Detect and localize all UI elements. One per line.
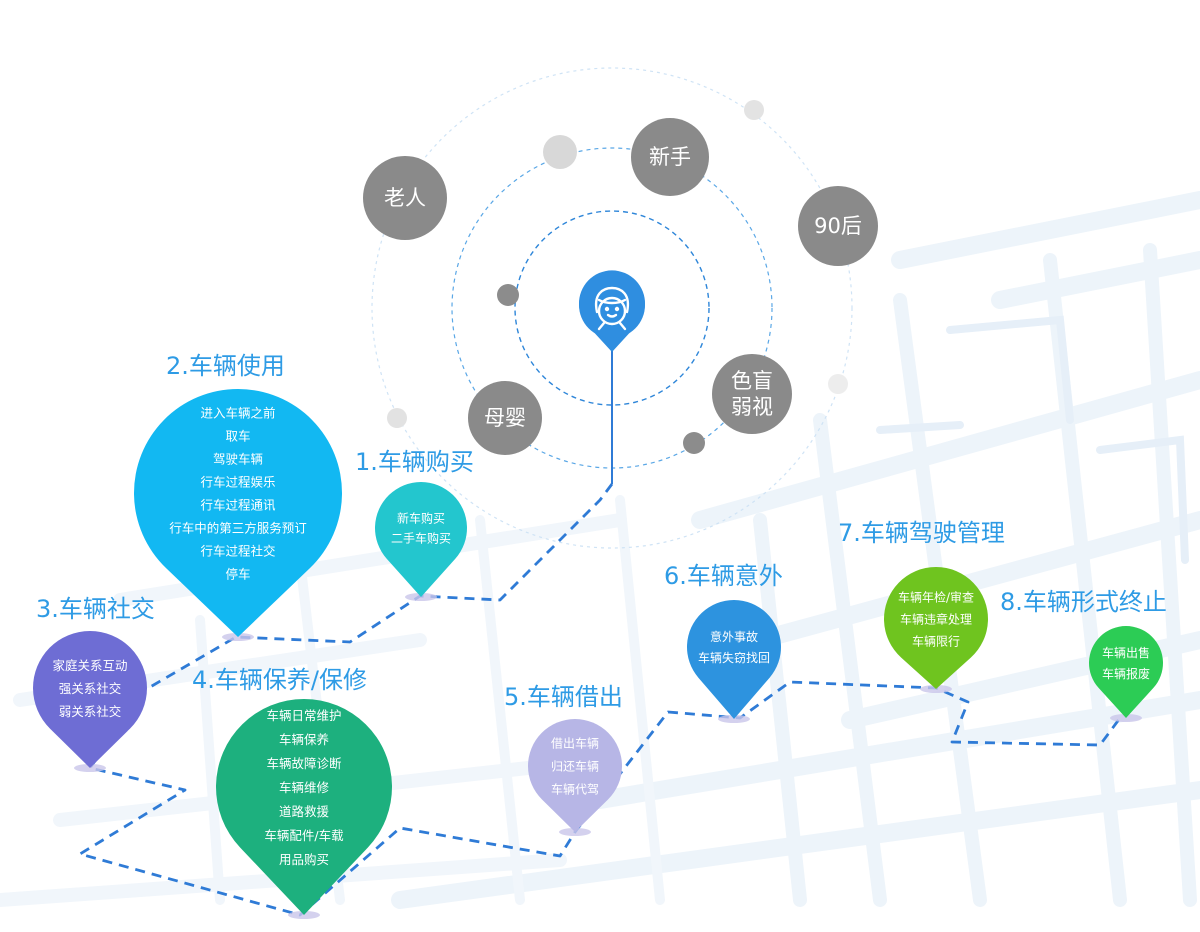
stage-item: 驾驶车辆 — [213, 451, 263, 466]
stage-title-3: 3.车辆社交 — [36, 595, 155, 623]
stage-title-7: 7.车辆驾驶管理 — [838, 519, 1005, 547]
stage-item: 车辆日常维护 — [266, 708, 341, 723]
stage-pins: 新车购买二手车购买进入车辆之前取车驾驶车辆行车过程娱乐行车过程通讯行车中的第三方… — [33, 388, 1163, 919]
stage-title-6: 6.车辆意外 — [664, 562, 783, 590]
stage-item: 家庭关系互动 — [52, 658, 127, 673]
stage-item: 车辆出售 — [1102, 645, 1150, 660]
stage-item: 意外事故 — [710, 629, 758, 644]
stage-item: 进入车辆之前 — [200, 405, 275, 420]
stage-titles: 1.车辆购买 2.车辆使用 3.车辆社交 4.车辆保养/保修 5.车辆借出 6.车辆意外 7… — [36, 352, 1167, 711]
persona-label: 90后 — [814, 214, 862, 238]
persona-label: 色盲弱视 — [731, 369, 773, 419]
stage-item: 新车购买 — [397, 511, 445, 526]
stage-item: 二手车购买 — [391, 531, 451, 546]
stage-item: 用品购买 — [279, 852, 329, 867]
stage-item: 车辆维修 — [279, 780, 330, 795]
stage-item: 弱关系社交 — [59, 704, 122, 719]
stage-item: 车辆限行 — [912, 634, 960, 649]
persona-label: 新手 — [649, 145, 691, 169]
stage-title-2: 2.车辆使用 — [166, 352, 285, 380]
journey-path — [78, 483, 1122, 917]
stage-item: 行车中的第三方服务预订 — [169, 520, 307, 535]
stage-title-1: 1.车辆购买 — [355, 448, 474, 476]
stage-item: 车辆保养 — [279, 732, 329, 747]
stage-item: 车辆故障诊断 — [266, 756, 341, 771]
stage-item: 车辆违章处理 — [900, 612, 972, 627]
persona-1: 新手 — [631, 118, 709, 196]
stage-item: 行车过程娱乐 — [200, 474, 275, 489]
persona-4: 母婴 — [468, 381, 542, 455]
stage-item: 借出车辆 — [551, 736, 599, 751]
stage-item: 车辆报废 — [1102, 666, 1150, 681]
stage-item: 车辆配件/车载 — [264, 828, 344, 843]
stage-item: 取车 — [225, 428, 250, 443]
persona-0: 老人 — [363, 156, 447, 240]
stage-item: 归还车辆 — [551, 759, 599, 774]
persona-label: 母婴 — [484, 406, 526, 430]
stage-item: 道路救援 — [279, 804, 330, 819]
persona-label: 老人 — [384, 186, 426, 210]
user-face-icon — [594, 286, 630, 331]
stage-pin-2: 进入车辆之前取车驾驶车辆行车过程娱乐行车过程通讯行车中的第三方服务预订行车过程社… — [134, 388, 342, 641]
stage-item: 车辆失窃找回 — [698, 650, 770, 665]
persona-3: 色盲弱视 — [712, 354, 792, 434]
stage-item: 强关系社交 — [59, 681, 122, 696]
stage-item: 停车 — [225, 566, 250, 581]
stage-title-8: 8.车辆形式终止 — [1000, 588, 1167, 616]
stage-item: 车辆代驾 — [551, 782, 599, 797]
stage-title-5: 5.车辆借出 — [504, 683, 623, 711]
stage-item: 车辆年检/审查 — [898, 590, 974, 605]
stage-item: 行车过程通讯 — [200, 497, 276, 512]
orbit-dots — [387, 100, 848, 454]
persona-2: 90后 — [798, 186, 878, 266]
stage-item: 行车过程社交 — [200, 543, 275, 558]
stage-title-4: 4.车辆保养/保修 — [192, 666, 367, 694]
center-user-pin — [579, 270, 645, 352]
